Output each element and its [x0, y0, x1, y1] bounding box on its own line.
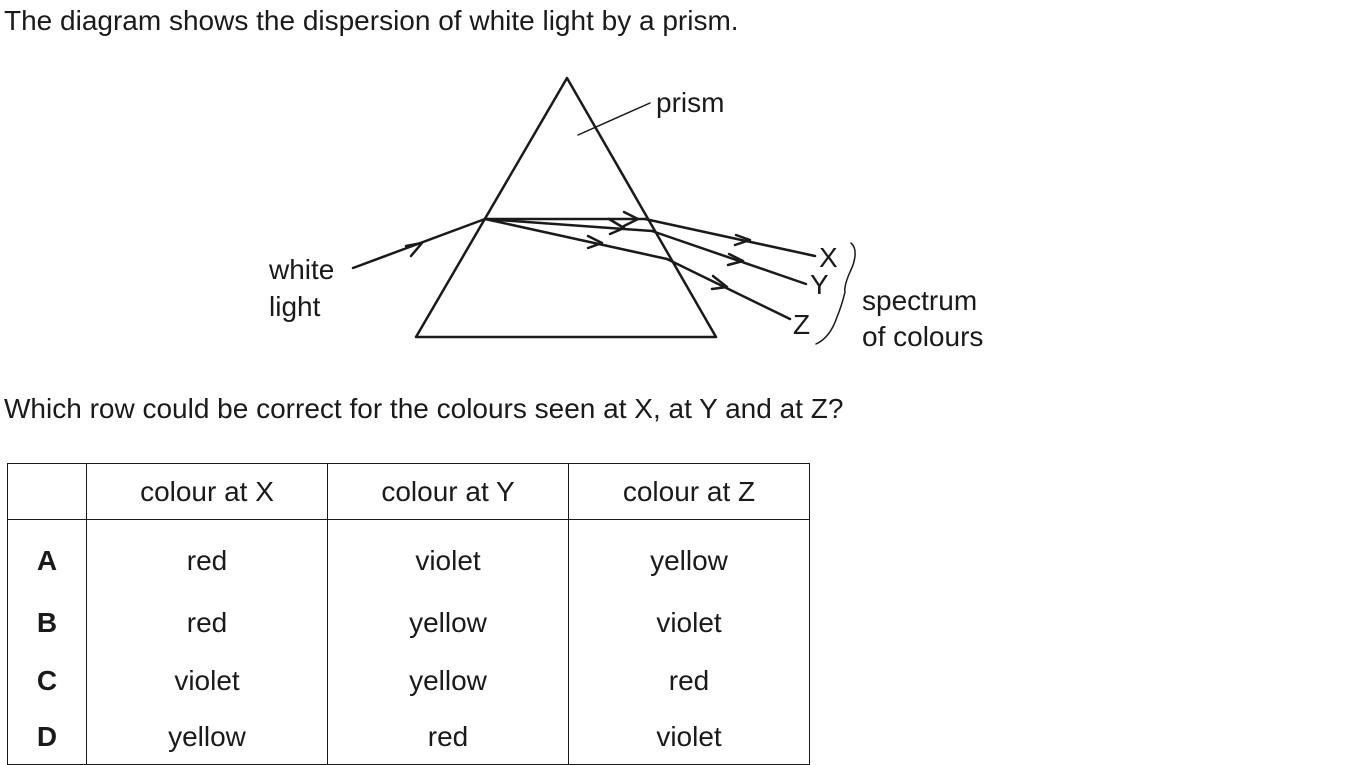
- header-colour-x: colour at X: [86, 463, 328, 520]
- table-header-row: colour at X colour at Y colour at Z: [7, 463, 810, 520]
- cell-colour-z: violet: [568, 594, 810, 652]
- exit-ray-x: [643, 217, 817, 258]
- cell-colour-y: red: [327, 710, 569, 765]
- prism-label: prism: [656, 87, 724, 118]
- cell-colour-y: yellow: [327, 594, 569, 652]
- answer-row-a[interactable]: A red violet yellow: [7, 519, 810, 594]
- answer-row-c[interactable]: C violet yellow red: [7, 652, 810, 710]
- white-light-arrowhead: [404, 241, 424, 258]
- header-colour-z: colour at Z: [568, 463, 810, 520]
- white-light-label-line2: light: [269, 291, 321, 322]
- internal-arrowhead-x: [622, 210, 640, 228]
- point-y-label: Y: [810, 269, 829, 300]
- row-key: B: [7, 594, 87, 652]
- question-text: Which row could be correct for the colou…: [4, 393, 844, 424]
- cell-colour-x: red: [86, 594, 328, 652]
- exit-arrowhead-x: [733, 233, 752, 247]
- cell-colour-y: violet: [327, 519, 569, 594]
- cell-colour-x: violet: [86, 652, 328, 710]
- prism-leader-line: [577, 102, 651, 136]
- exit-arrowhead-z: [710, 274, 729, 291]
- row-key: D: [7, 710, 87, 765]
- prism-shape: [414, 76, 718, 339]
- cell-colour-z: yellow: [568, 519, 810, 594]
- spectrum-brace: [815, 242, 856, 345]
- prism-dispersion-diagram: prism white light X Y Z spectrum of colo…: [268, 76, 983, 352]
- internal-ray-z: [483, 217, 669, 261]
- answer-row-b[interactable]: B red yellow violet: [7, 594, 810, 652]
- point-z-label: Z: [793, 309, 810, 340]
- cell-colour-z: red: [568, 652, 810, 710]
- answer-row-d[interactable]: D yellow red violet: [7, 710, 810, 765]
- answer-table: colour at X colour at Y colour at Z A re…: [7, 463, 810, 765]
- internal-arrowhead-y: [607, 217, 626, 236]
- header-colour-y: colour at Y: [327, 463, 569, 520]
- cell-colour-x: red: [86, 519, 328, 594]
- cell-colour-y: yellow: [327, 652, 569, 710]
- header-blank: [7, 463, 87, 520]
- spectrum-label-line1: spectrum: [862, 285, 977, 316]
- exit-ray-y: [650, 229, 808, 286]
- intro-text: The diagram shows the dispersion of whit…: [4, 5, 739, 36]
- internal-arrowhead-z: [586, 234, 604, 250]
- row-key: A: [7, 519, 87, 594]
- cell-colour-x: yellow: [86, 710, 328, 765]
- spectrum-label-line2: of colours: [862, 321, 983, 352]
- exit-arrowhead-y: [726, 252, 745, 267]
- cell-colour-z: violet: [568, 710, 810, 765]
- white-light-label-line1: white: [268, 254, 334, 285]
- row-key: C: [7, 652, 87, 710]
- point-x-label: X: [819, 242, 838, 273]
- exit-ray-z: [665, 257, 792, 321]
